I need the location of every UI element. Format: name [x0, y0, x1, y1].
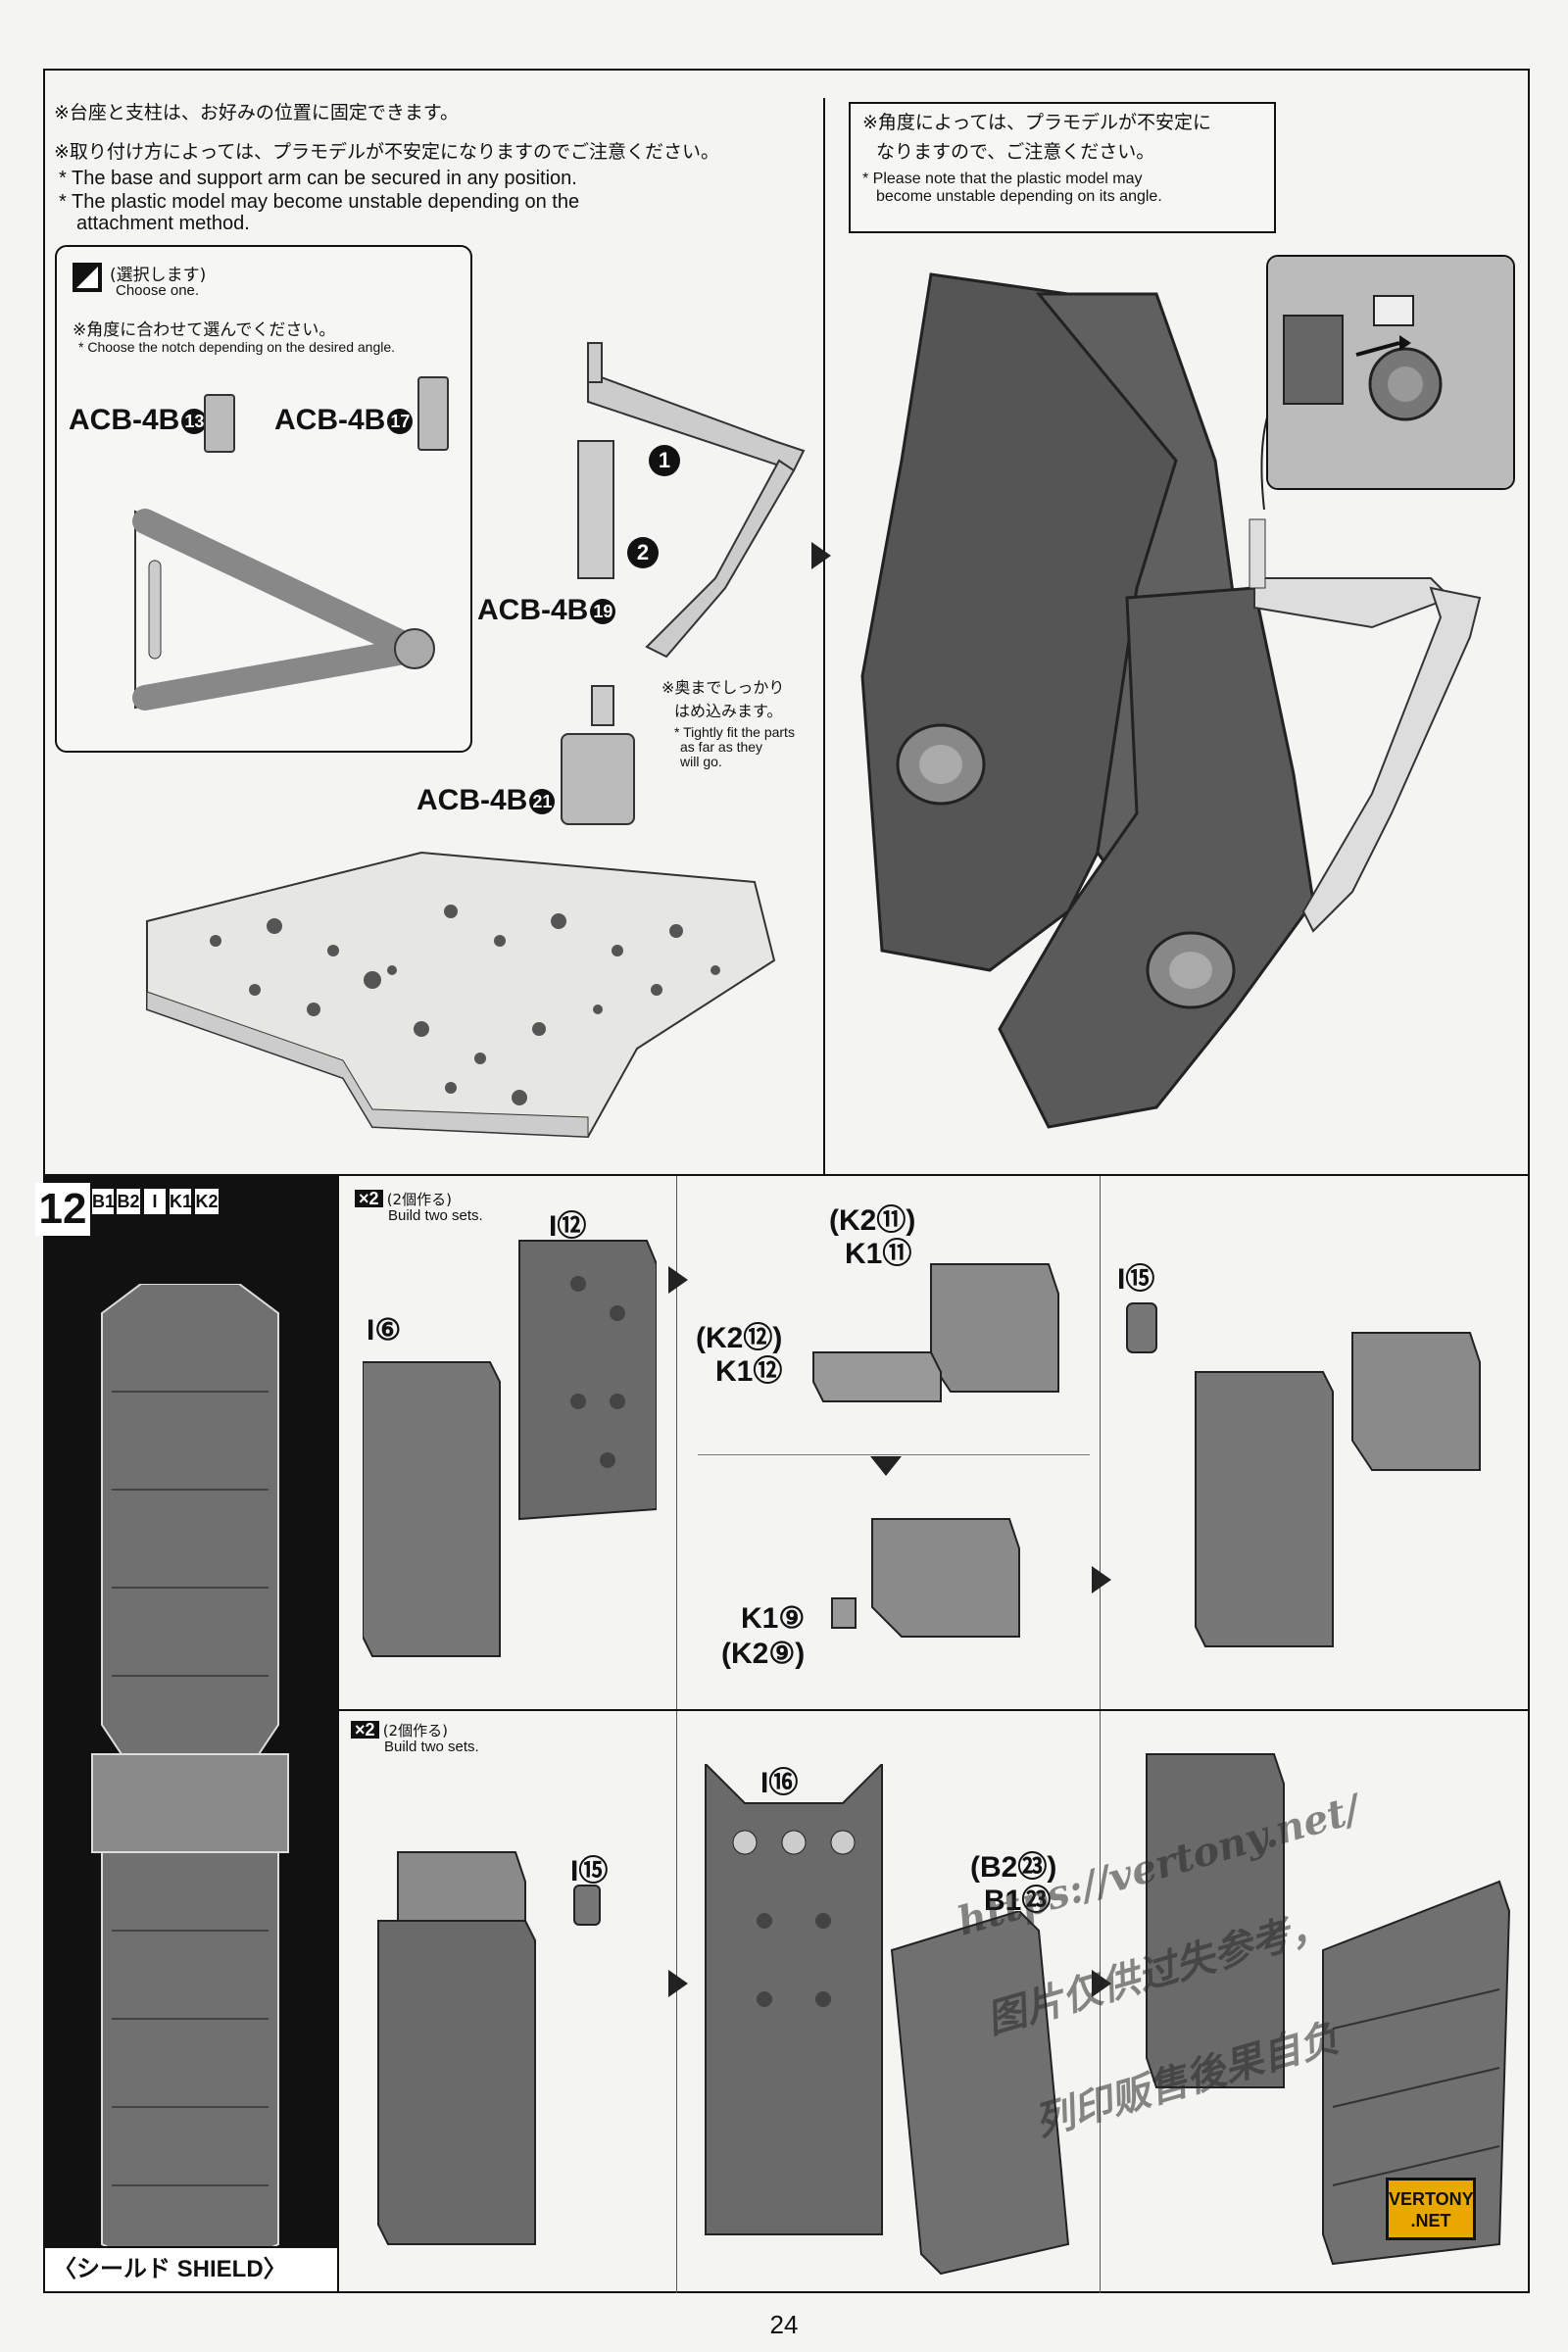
arrow-right-icon	[811, 542, 831, 569]
label-k2-12: (K2⑫)	[696, 1322, 783, 1354]
shield-plate-i16-drawing	[705, 1764, 883, 2235]
label-k1-11: K1⑪	[845, 1238, 912, 1270]
step-badge-1: 1	[649, 445, 680, 476]
fit-en-1: * Tightly fit the parts	[674, 724, 795, 740]
shield-overview-drawing	[91, 1284, 289, 2264]
top-divider	[823, 98, 825, 1176]
note-en-2-cont: attachment method.	[76, 213, 250, 234]
label-i16: I⑯	[760, 1767, 799, 1799]
fit-jp-1: ※奥までしっかり	[662, 678, 785, 697]
step12-row-divider	[339, 1709, 1530, 1711]
select-icon	[73, 263, 102, 292]
part-tag-k1: K1	[169, 1188, 192, 1215]
arm-piece-13	[204, 394, 235, 453]
detail-inset	[1266, 255, 1515, 490]
label-i15-b: I⑮	[570, 1855, 609, 1887]
note-en-1: * The base and support arm can be secure…	[59, 168, 577, 189]
label-i15-a: I⑮	[1117, 1263, 1155, 1296]
part-tag-i: I	[143, 1188, 167, 1215]
vertony-logo: VERTONY.NET	[1386, 2178, 1476, 2240]
arrow-right-icon	[1092, 1970, 1111, 1997]
shield-hinge-attach-drawing	[1126, 1302, 1481, 1647]
warn-jp-1: ※角度によっては、プラモデルが不安定に	[862, 112, 1212, 133]
shield-caption: 〈シールド SHIELD〉	[43, 2246, 339, 2293]
robot-legs-drawing	[860, 272, 1482, 1129]
warn-en-1: * Please note that the plastic model may	[862, 171, 1143, 187]
notch-diagram	[132, 509, 435, 710]
step12-sidebar	[43, 1176, 339, 2293]
arm-assembly-drawing	[577, 342, 806, 726]
note-jp-1: ※台座と支柱は、お好みの位置に固定できます。	[54, 102, 460, 123]
step12-col-divider-4	[1100, 1711, 1101, 2293]
notch-en: * Choose the notch depending on the desi…	[78, 339, 396, 355]
label-i6: I⑥	[367, 1314, 402, 1347]
label-b2-23: (B2㉓)	[970, 1851, 1057, 1884]
note-en-2: * The plastic model may become unstable …	[59, 191, 580, 213]
step-badge-2: 2	[627, 537, 659, 568]
warn-jp-2: なりますので、ご注意ください。	[876, 141, 1155, 163]
part-tag-b2: B2	[116, 1188, 141, 1215]
build-two-sets-1: ×2 (2個作る)Build two sets.	[355, 1190, 483, 1224]
page-number: 24	[769, 2310, 799, 2339]
label-k1-9: K1⑨	[741, 1602, 806, 1635]
part-tag-b1: B1	[91, 1188, 115, 1215]
part-tag-k2: K2	[194, 1188, 220, 1215]
warn-en-2: become unstable depending on its angle.	[876, 188, 1162, 205]
fit-en-3: will go.	[680, 754, 722, 769]
display-base	[146, 851, 776, 1139]
fit-en-2: as far as they	[680, 739, 763, 755]
arrow-down-icon	[870, 1456, 902, 1476]
choose-jp: (選択します)	[110, 266, 207, 285]
label-k1-12: K1⑫	[715, 1355, 783, 1388]
shield-final-assembly-drawing	[1146, 1753, 1511, 2266]
shield-with-hinge-drawing	[377, 1851, 601, 2245]
label-k2-9: (K2⑨)	[721, 1638, 806, 1670]
base-joint-21	[561, 733, 635, 825]
step12-col-divider-1	[676, 1176, 677, 1709]
angle-warning-box: ※角度によっては、プラモデルが不安定に なりますので、ご注意ください。 * Pl…	[849, 102, 1276, 233]
step12-inner-divider	[698, 1454, 1090, 1455]
build-two-sets-2: ×2 (2個作る)Build two sets.	[351, 1721, 479, 1755]
arrow-right-icon	[1092, 1566, 1111, 1593]
notch-jp: ※角度に合わせて選んでください。	[73, 320, 336, 340]
step12-col-divider-3	[676, 1711, 677, 2293]
arm-piece-17	[417, 376, 449, 451]
fit-jp-2: はめ込みます。	[674, 702, 783, 720]
note-jp-2: ※取り付け方によっては、プラモデルが不安定になりますのでご注意ください。	[54, 141, 720, 163]
shield-plate-b1-drawing	[890, 1911, 1070, 2276]
shield-plate-i12-drawing	[363, 1240, 657, 1657]
hinge-parts-drawing	[812, 1263, 1059, 1402]
step12-col-divider-2	[1100, 1176, 1101, 1709]
arrow-right-icon	[668, 1266, 688, 1294]
section-divider	[43, 1174, 1530, 1176]
choose-notch-box: (選択します) Choose one. ※角度に合わせて選んでください。 * C…	[55, 245, 472, 753]
label-k2-11: (K2⑪)	[829, 1204, 916, 1237]
peg-k1-9	[831, 1597, 857, 1629]
step-number: 12	[35, 1183, 90, 1236]
choose-en: Choose one.	[116, 282, 200, 299]
hinge-assembled-drawing	[871, 1518, 1020, 1638]
arrow-right-icon	[668, 1970, 688, 1997]
label-i12: I⑫	[549, 1210, 587, 1243]
